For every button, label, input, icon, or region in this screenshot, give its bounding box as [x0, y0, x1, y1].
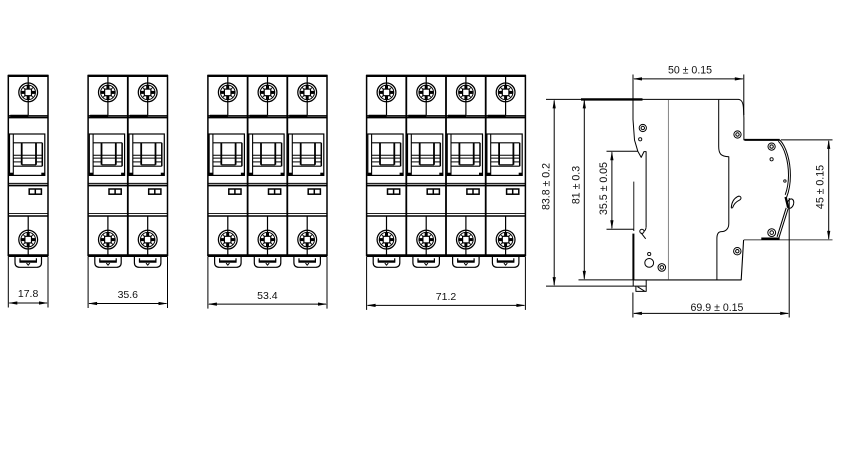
- svg-text:71.2: 71.2: [436, 291, 457, 303]
- svg-text:45 ± 0.15: 45 ± 0.15: [815, 165, 827, 209]
- svg-text:69.9 ± 0.15: 69.9 ± 0.15: [691, 302, 744, 314]
- svg-text:17.8: 17.8: [18, 288, 39, 300]
- svg-text:83.8 ± 0.2: 83.8 ± 0.2: [540, 163, 552, 210]
- svg-text:53.4: 53.4: [257, 290, 278, 302]
- svg-text:81 ± 0.3: 81 ± 0.3: [570, 166, 582, 204]
- svg-text:50 ± 0.15: 50 ± 0.15: [668, 65, 712, 77]
- svg-text:35.6: 35.6: [118, 289, 139, 301]
- svg-text:35.5 ± 0.05: 35.5 ± 0.05: [598, 162, 610, 215]
